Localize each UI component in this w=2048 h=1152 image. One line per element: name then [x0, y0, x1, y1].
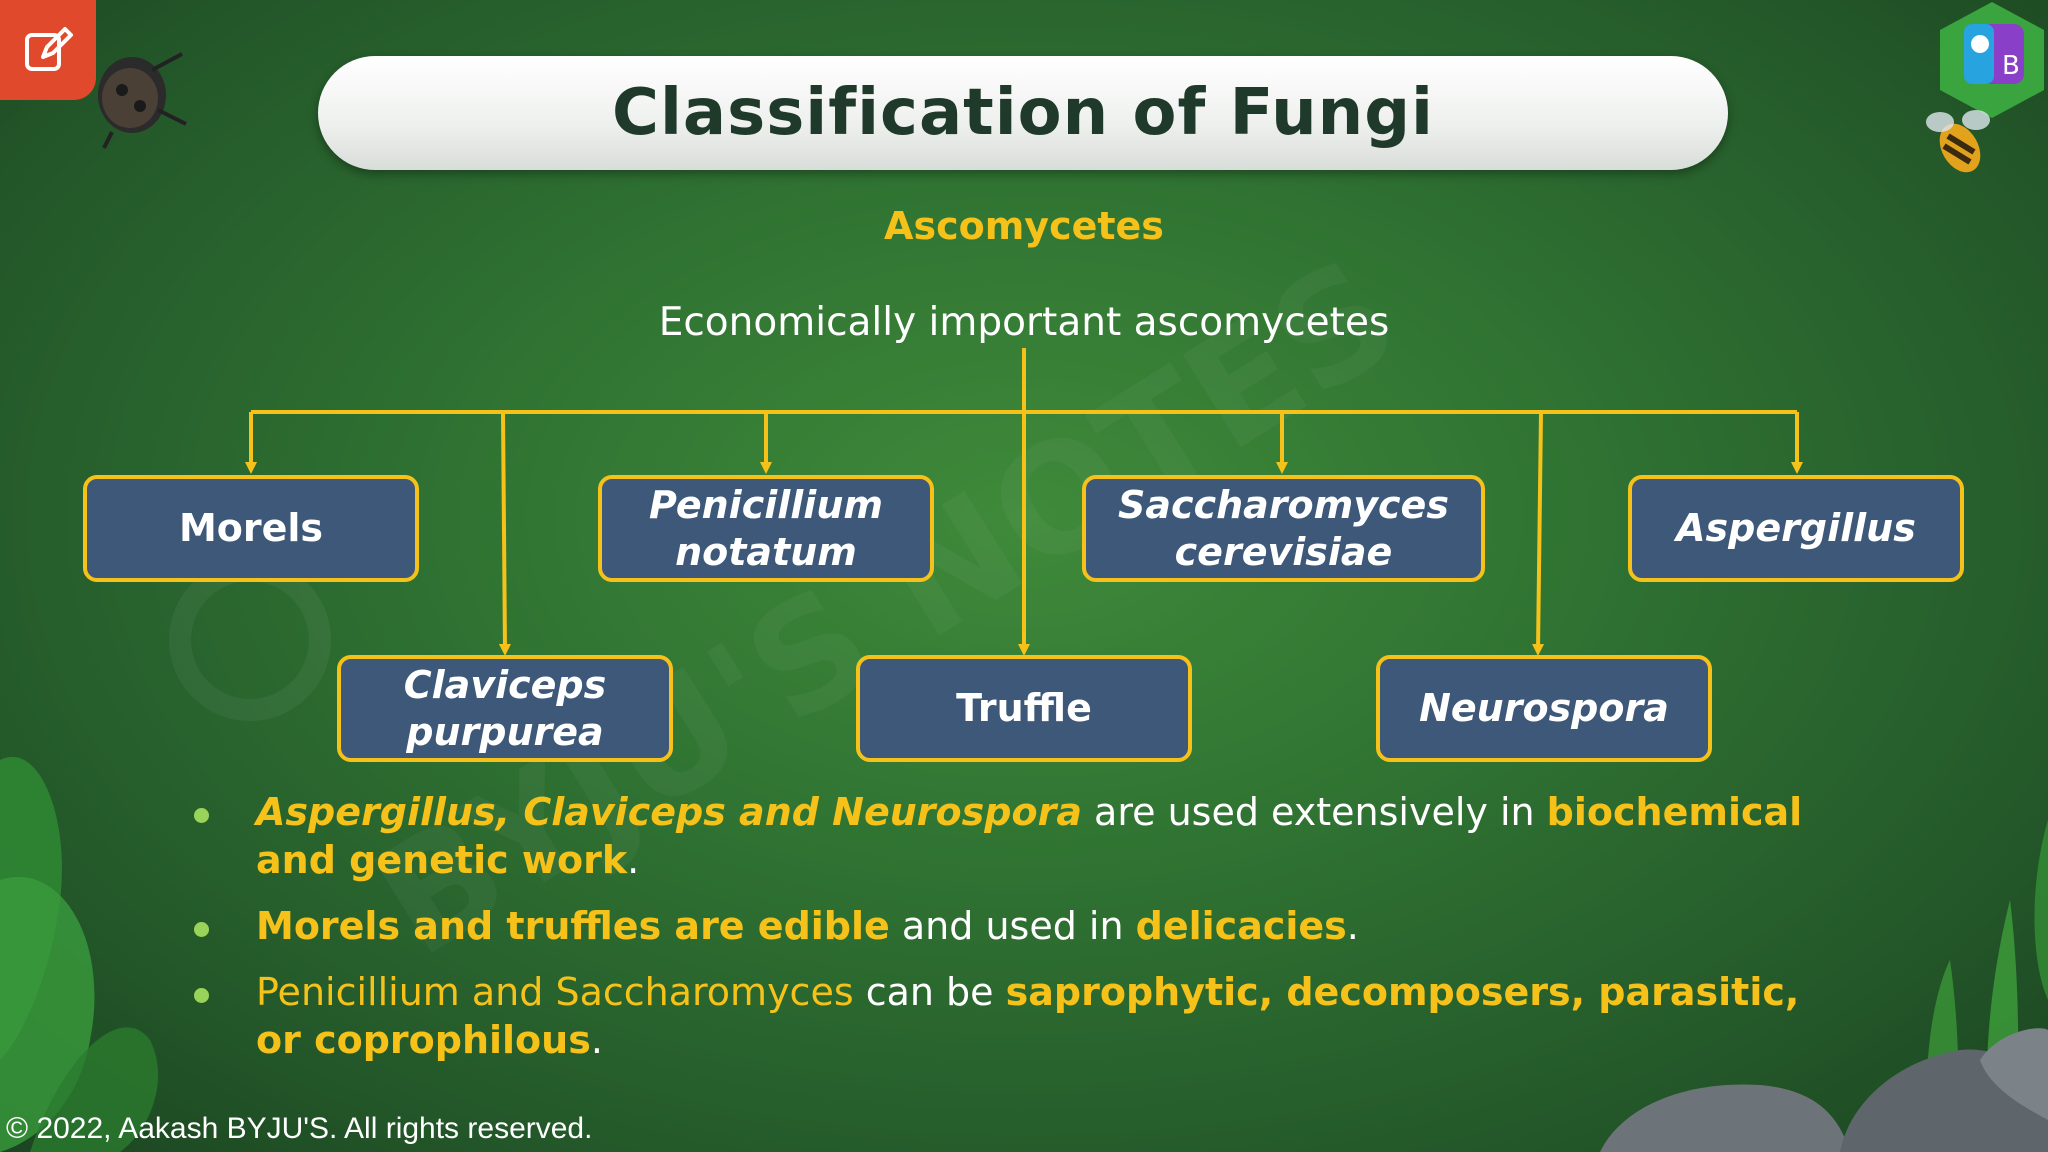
svg-text:B: B	[2002, 51, 2020, 81]
title-banner: Classification of Fungi	[318, 56, 1728, 170]
bullet-list: Aspergillus, Claviceps and Neurospora ar…	[190, 788, 1850, 1082]
bullet-item: Aspergillus, Claviceps and Neurospora ar…	[190, 788, 1850, 884]
bullet-text: are used extensively in	[1081, 790, 1547, 834]
bullet-highlight: Aspergillus, Claviceps and Neurospora	[256, 790, 1082, 834]
node-penicillium-notatum: Penicillium notatum	[598, 475, 934, 582]
bullet-highlight: Penicillium and Saccharomyces	[256, 970, 854, 1014]
node-neurospora: Neurospora	[1376, 655, 1712, 762]
bee-icon	[1926, 110, 1990, 173]
node-label-line1: Claviceps	[403, 662, 607, 707]
byjus-logo-icon: B	[1940, 2, 2044, 118]
bullet-text: and used in	[889, 904, 1136, 948]
bullet-dot-icon	[194, 922, 209, 937]
node-label: Morels	[178, 506, 324, 550]
node-label: Truffle	[956, 686, 1092, 730]
node-morels: Morels	[83, 475, 419, 582]
node-truffle: Truffle	[856, 655, 1192, 762]
edit-button[interactable]	[0, 0, 96, 100]
node-label: Aspergillus	[1676, 506, 1916, 550]
bullet-highlight: delicacies	[1135, 904, 1347, 948]
bullet-highlight: Morels and truffles are edible	[256, 904, 890, 948]
bullet-text: .	[590, 1018, 603, 1062]
node-claviceps-purpurea: Claviceps purpurea	[337, 655, 673, 762]
connector-claviceps	[498, 411, 511, 656]
node-label-line2: purpurea	[406, 709, 604, 754]
bullet-item: Morels and truffles are edible and used …	[190, 902, 1850, 950]
node-label: Neurospora	[1419, 686, 1669, 730]
node-label-line2: cerevisiae	[1174, 529, 1393, 574]
node-label-line1: Penicillium	[649, 482, 883, 527]
section-subtitle: Ascomycetes	[884, 204, 1164, 248]
bullet-dot-icon	[194, 808, 209, 823]
bullet-highlight: saprophytic, decomposers, parasitic, or …	[256, 970, 1800, 1062]
copyright-text: © 2022, Aakash BYJU'S. All rights reserv…	[6, 1112, 593, 1145]
node-label-line1: Saccharomyces	[1118, 482, 1449, 527]
edit-icon	[25, 27, 73, 71]
node-saccharomyces-cerevisiae: Saccharomyces cerevisiae	[1082, 475, 1485, 582]
ladybug-icon	[98, 52, 187, 149]
bullet-text: .	[627, 838, 640, 882]
bullet-highlight: biochemical and genetic work	[256, 790, 1803, 882]
page-title: Classification of Fungi	[612, 76, 1434, 150]
bullet-text: can be	[853, 970, 1006, 1014]
node-aspergillus: Aspergillus	[1628, 475, 1964, 582]
bullet-text: .	[1346, 904, 1359, 948]
node-label-line2: notatum	[675, 529, 857, 574]
bullet-dot-icon	[194, 988, 209, 1003]
connector-neurospora	[1532, 411, 1545, 656]
bullet-item: Penicillium and Saccharomyces can be sap…	[190, 968, 1850, 1064]
diagram-root-label: Economically important ascomycetes	[658, 300, 1390, 345]
